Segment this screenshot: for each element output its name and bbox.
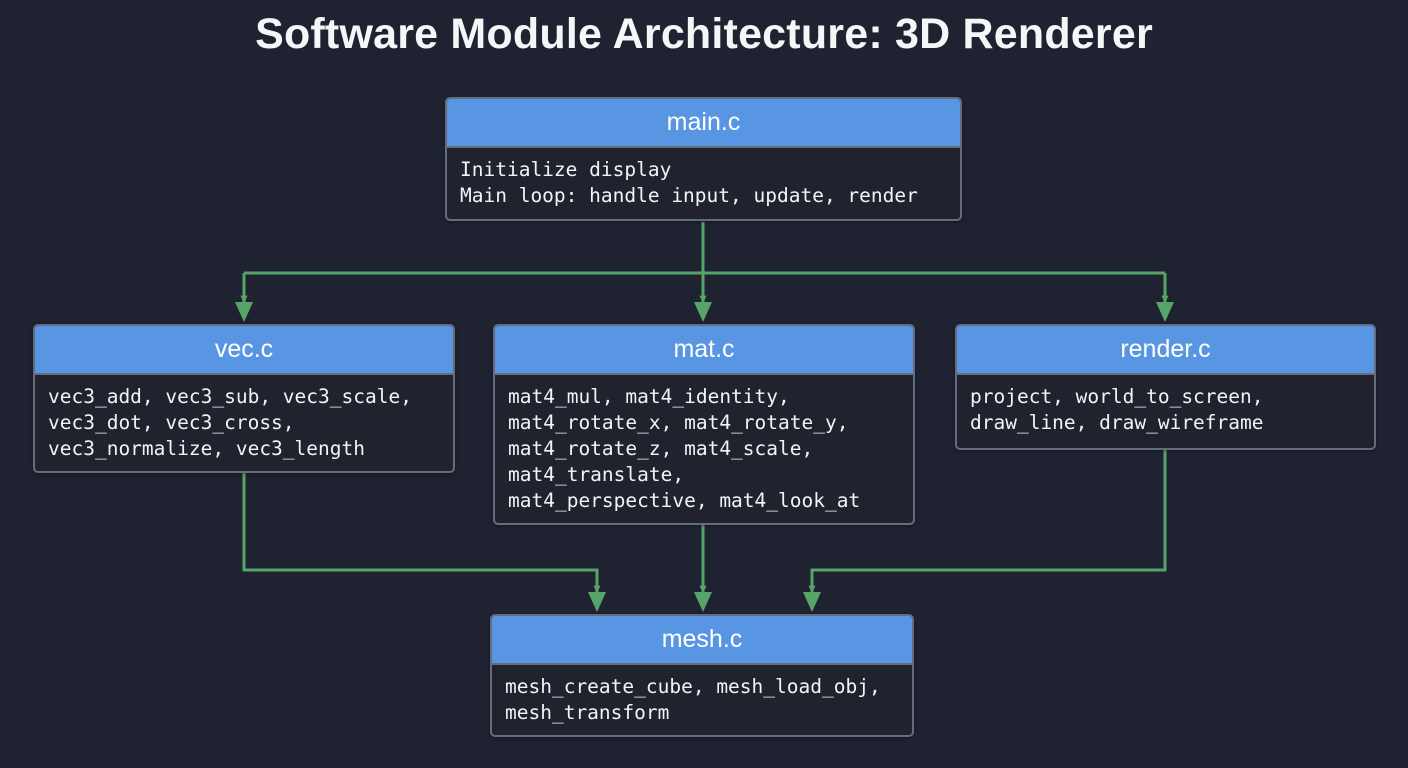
module-header-main: main.c bbox=[447, 99, 960, 148]
arrowhead-render bbox=[1156, 302, 1174, 322]
module-title-vec: vec.c bbox=[214, 335, 274, 363]
module-box-main: main.c Initialize display Main loop: han… bbox=[445, 97, 962, 221]
diagram-title: Software Module Architecture: 3D Rendere… bbox=[255, 10, 1153, 58]
module-header-vec: vec.c bbox=[35, 326, 453, 375]
arrowhead-vec-mesh bbox=[588, 592, 606, 612]
module-box-mat: mat.c mat4_mul, mat4_identity, mat4_rota… bbox=[493, 324, 915, 525]
arrowhead-mat bbox=[694, 302, 712, 322]
module-body-mesh: mesh_create_cube, mesh_load_obj, mesh_tr… bbox=[505, 675, 881, 724]
module-title-mat: mat.c bbox=[673, 335, 735, 363]
module-body-render: project, world_to_screen, draw_line, dra… bbox=[970, 385, 1264, 434]
arrowhead-mat-mesh bbox=[694, 592, 712, 612]
arrowhead-vec bbox=[235, 302, 253, 322]
module-box-render: render.c project, world_to_screen, draw_… bbox=[955, 324, 1376, 450]
module-header-mesh: mesh.c bbox=[492, 616, 912, 665]
module-header-mat: mat.c bbox=[495, 326, 913, 375]
module-body-main: Initialize display Main loop: handle inp… bbox=[460, 158, 918, 207]
module-title-main: main.c bbox=[666, 108, 741, 136]
module-header-render: render.c bbox=[957, 326, 1374, 375]
module-title-render: render.c bbox=[1120, 335, 1211, 363]
module-box-mesh: mesh.c mesh_create_cube, mesh_load_obj, … bbox=[490, 614, 914, 737]
module-box-vec: vec.c vec3_add, vec3_sub, vec3_scale, ve… bbox=[33, 324, 455, 473]
module-title-mesh: mesh.c bbox=[661, 625, 743, 653]
module-body-vec: vec3_add, vec3_sub, vec3_scale, vec3_dot… bbox=[48, 385, 412, 460]
arrowhead-render-mesh bbox=[803, 592, 821, 612]
module-body-mat: mat4_mul, mat4_identity, mat4_rotate_x, … bbox=[508, 385, 861, 512]
edge-main-bus bbox=[244, 222, 1165, 275]
